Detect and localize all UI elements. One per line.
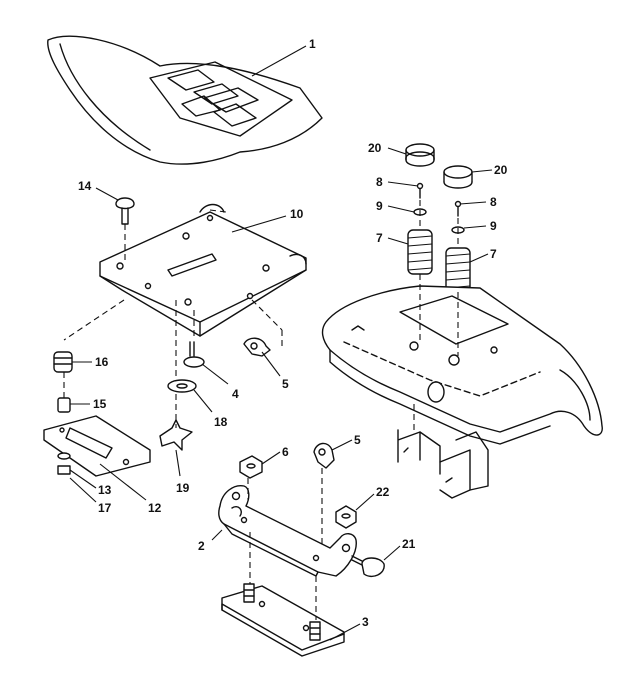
callout-21: 21 xyxy=(402,537,416,551)
bolt-4 xyxy=(183,341,205,368)
spring-left xyxy=(407,229,433,275)
callout-2: 2 xyxy=(198,539,205,553)
callout-16: 16 xyxy=(95,355,109,369)
callout-5-upper: 5 xyxy=(282,377,289,391)
spacer-right xyxy=(443,165,473,189)
callout-12: 12 xyxy=(148,501,162,515)
seat-pan xyxy=(99,203,307,337)
fender-frame xyxy=(321,285,603,499)
star-knob xyxy=(159,419,193,451)
callout-labels: 1 10 14 16 15 12 13 17 4 18 19 5 20 20 8… xyxy=(78,37,508,629)
callout-13: 13 xyxy=(98,483,112,497)
callout-18: 18 xyxy=(214,415,228,429)
callout-6: 6 xyxy=(282,445,289,459)
bushing xyxy=(57,397,71,413)
callout-8-left: 8 xyxy=(376,175,383,189)
washer-18 xyxy=(167,379,197,393)
clip-upper xyxy=(243,337,271,357)
callout-17: 17 xyxy=(98,501,112,515)
clip-lower xyxy=(313,442,335,469)
callout-14: 14 xyxy=(78,179,92,193)
screw-left xyxy=(416,182,424,199)
callout-7-left: 7 xyxy=(376,231,383,245)
callout-1: 1 xyxy=(309,37,316,51)
callout-22: 22 xyxy=(376,485,390,499)
spacer-left xyxy=(405,143,435,167)
spring-right xyxy=(445,247,471,293)
knob-bolt xyxy=(351,555,385,578)
callout-10: 10 xyxy=(290,207,304,221)
nut-17 xyxy=(57,465,71,475)
leader-lines xyxy=(69,45,493,641)
assembly-lines xyxy=(63,200,459,620)
callout-5-lower: 5 xyxy=(354,433,361,447)
nut-22 xyxy=(335,505,357,529)
callout-4: 4 xyxy=(232,387,239,401)
callout-7-right: 7 xyxy=(490,247,497,261)
screw-right xyxy=(454,200,462,217)
washer-13 xyxy=(57,452,71,460)
seat-bracket xyxy=(218,485,357,577)
callout-3: 3 xyxy=(362,615,369,629)
callout-20-left: 20 xyxy=(368,141,382,155)
callout-19: 19 xyxy=(176,481,190,495)
seat xyxy=(47,35,323,165)
slide-plate xyxy=(221,583,345,657)
knob xyxy=(115,197,135,225)
callout-15: 15 xyxy=(93,397,107,411)
spring-small xyxy=(53,351,73,373)
callout-20-right: 20 xyxy=(494,163,508,177)
slide-bracket xyxy=(43,415,151,477)
callout-9-left: 9 xyxy=(376,199,383,213)
callout-9-right: 9 xyxy=(490,219,497,233)
nut-6 xyxy=(239,455,263,479)
callout-8-right: 8 xyxy=(490,195,497,209)
